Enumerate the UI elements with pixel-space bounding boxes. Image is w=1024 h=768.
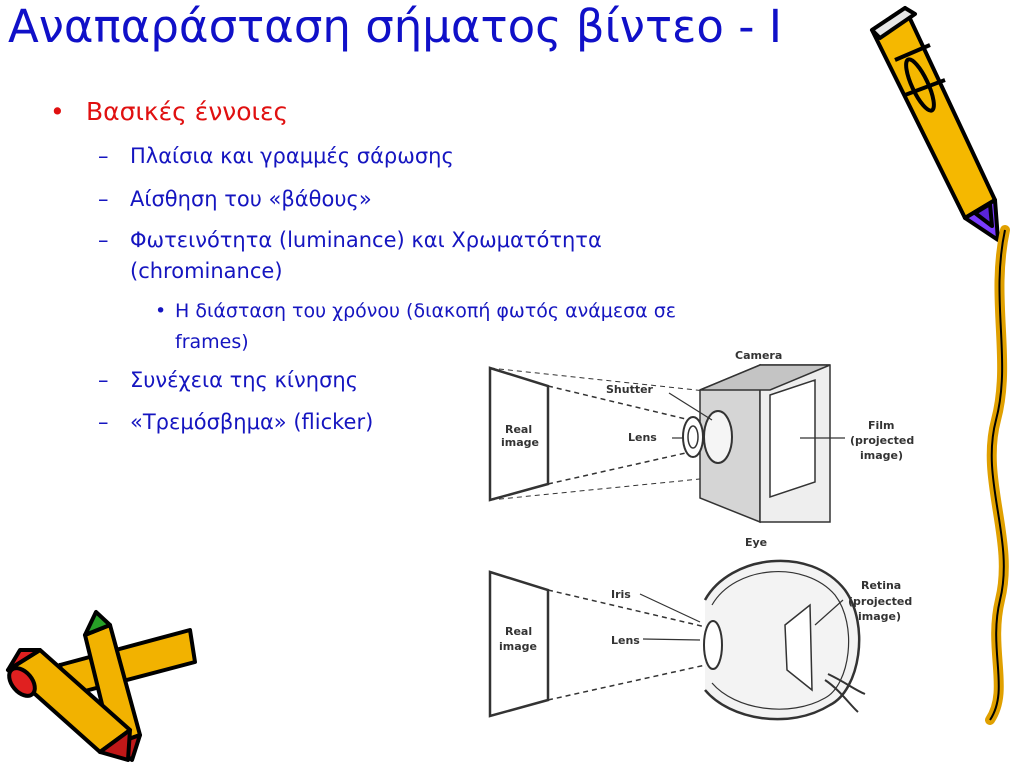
list-item-text: Φωτεινότητα (luminance) και Χρωματότητα: [130, 228, 602, 252]
list-item-text: «Τρεμόσβημα» (flicker): [130, 410, 374, 434]
subitem-text: frames): [175, 331, 249, 353]
shutter-label: Shutter: [606, 383, 654, 396]
list-item-text: Πλαίσια και γραμμές σάρωσης: [130, 144, 454, 168]
dash-mark: –: [98, 187, 109, 211]
bullet-mark: •: [50, 97, 65, 126]
iris-label: Iris: [611, 588, 631, 601]
retina-label: image): [858, 610, 901, 623]
list-item-text: (chrominance): [130, 259, 283, 283]
shutter-shape: [703, 410, 733, 464]
subitem-text: Η διάσταση του χρόνου (διακοπή φωτός ανά…: [175, 300, 677, 322]
eye-heading: Eye: [745, 536, 767, 549]
retina-shape: [784, 603, 813, 692]
lens-label: Lens: [628, 431, 657, 444]
film-label: (projected: [850, 434, 914, 447]
camera-heading: Camera: [735, 349, 782, 362]
dash-mark: –: [98, 368, 109, 392]
film-frame: [769, 378, 816, 499]
film-label: image): [860, 449, 903, 462]
real-image-label: Real: [505, 423, 532, 436]
real-image-label: image: [499, 640, 537, 653]
real-image-label: image: [501, 436, 539, 449]
sub-bullet-mark: •: [155, 300, 167, 322]
lens-shape: [682, 416, 704, 458]
list-item-text: Συνέχεια της κίνησης: [130, 368, 359, 392]
eyeball-shape: [703, 559, 861, 721]
list-item-text: Αίσθηση του «βάθους»: [130, 187, 372, 211]
bullet-text: Βασικές έννοιες: [86, 97, 289, 126]
dash-mark: –: [98, 410, 109, 434]
lens-label: Lens: [611, 634, 640, 647]
lens-shape: [703, 620, 723, 670]
pencil-icon: [870, 6, 1000, 242]
dash-mark: –: [98, 144, 109, 168]
retina-label: (projected: [848, 595, 912, 608]
film-label: Film: [868, 419, 895, 432]
crayons-icon: [6, 610, 197, 762]
dash-mark: –: [98, 228, 109, 252]
retina-label: Retina: [861, 579, 901, 592]
eye-diagram: [488, 559, 866, 721]
slide-title: Αναπαράσταση σήματος βίντεο - Ι: [8, 0, 783, 53]
camera-diagram: [488, 363, 845, 524]
real-image-label: Real: [505, 625, 532, 638]
